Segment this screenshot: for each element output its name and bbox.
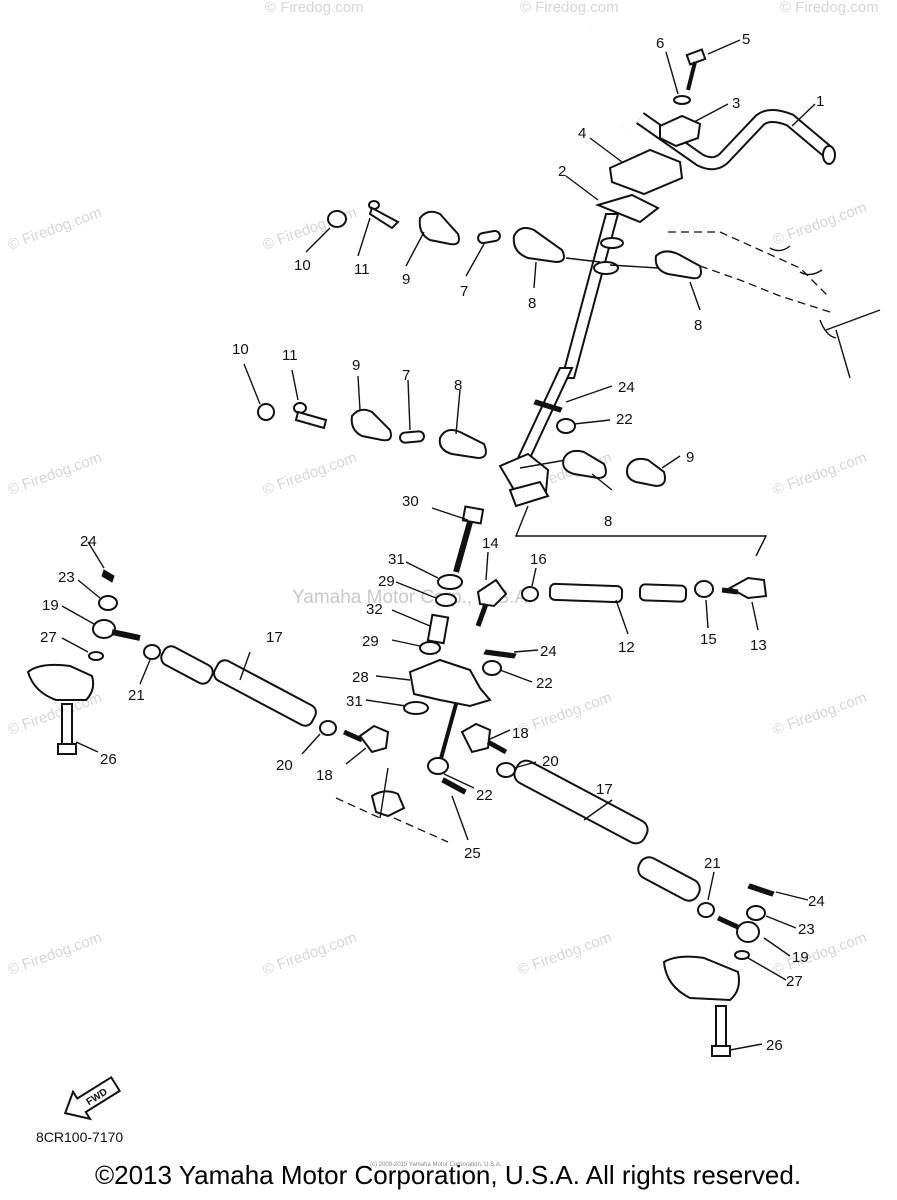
fwd-arrow: FWD [63, 1075, 122, 1121]
callout-6: 6 [656, 35, 664, 52]
callout-8: 8 [604, 513, 612, 530]
watermark: © Firedog.com [265, 0, 364, 16]
watermark: © Firedog.com [771, 199, 869, 249]
callout-24: 24 [80, 533, 97, 550]
watermark: © Firedog.com [261, 204, 359, 254]
lower-holder-set [257, 399, 666, 488]
tiny-print: (c) 2009-2015 Yamaha Motor Corporation, … [370, 1162, 502, 1168]
watermark: © Firedog.com [771, 689, 869, 739]
callout-26: 26 [100, 751, 117, 768]
callout-3: 3 [732, 95, 740, 112]
center-assembly [403, 505, 539, 763]
watermark: © Firedog.com [771, 929, 869, 979]
callout-10: 10 [294, 257, 311, 274]
diagram-code: 8CR100-7170 [36, 1129, 123, 1145]
callout-17: 17 [596, 781, 613, 798]
callout-32: 32 [366, 601, 383, 618]
watermark: © Firedog.com [771, 449, 869, 499]
callout-19: 19 [792, 949, 809, 966]
callout-7: 7 [460, 283, 468, 300]
callout-21: 21 [704, 855, 721, 872]
callout-18: 18 [512, 725, 529, 742]
frame-outline [668, 231, 881, 379]
right-knuckle-set [662, 883, 775, 1057]
steering-column [498, 213, 659, 508]
callout-27: 27 [786, 973, 803, 990]
callout-23: 23 [58, 569, 75, 586]
callout-12: 12 [618, 639, 635, 656]
callout-24: 24 [808, 893, 825, 910]
callout-18: 18 [316, 767, 333, 784]
callout-4: 4 [578, 125, 586, 142]
right-tie-rod [548, 576, 768, 604]
leader-lines [61, 39, 816, 1051]
watermark: © Firedog.com [520, 0, 619, 16]
watermark: © Firedog.com [6, 449, 104, 499]
watermark: © Firedog.com [516, 929, 614, 979]
watermark: © Firedog.com [6, 929, 104, 979]
callout-20: 20 [542, 753, 559, 770]
watermark-layer: © Firedog.com © Firedog.com © Firedog.co… [6, 0, 879, 979]
callout-8: 8 [528, 295, 536, 312]
callout-17: 17 [266, 629, 283, 646]
callout-27: 27 [40, 629, 57, 646]
callout-2: 2 [558, 163, 566, 180]
copyright-notice: ©2013 Yamaha Motor Corporation, U.S.A. A… [95, 1160, 801, 1190]
callout-25: 25 [464, 845, 481, 862]
left-knuckle-set [26, 569, 161, 755]
watermark: © Firedog.com [261, 449, 359, 499]
watermark: © Firedog.com [516, 689, 614, 739]
callout-11: 11 [282, 347, 298, 364]
callout-24: 24 [540, 643, 557, 660]
callout-22: 22 [536, 675, 553, 692]
callout-10: 10 [232, 341, 249, 358]
watermark: © Firedog.com [780, 0, 879, 16]
callout-30: 30 [402, 493, 419, 510]
callout-20: 20 [276, 757, 293, 774]
left-tie-rod [160, 645, 390, 754]
callout-7: 7 [402, 367, 410, 384]
callout-13: 13 [750, 637, 767, 654]
callout-labels: 1 5 6 3 4 2 10 11 9 7 8 8 10 11 9 7 8 24… [40, 31, 825, 1054]
callout-31: 31 [346, 693, 363, 710]
watermark: © Firedog.com [6, 204, 104, 254]
callout-14: 14 [482, 535, 499, 552]
callout-15: 15 [700, 631, 717, 648]
callout-11: 11 [354, 261, 370, 278]
callout-19: 19 [42, 597, 59, 614]
callout-31: 31 [388, 551, 405, 568]
callout-8: 8 [454, 377, 462, 394]
callout-26: 26 [766, 1037, 783, 1054]
callout-9: 9 [352, 357, 360, 374]
callout-22: 22 [476, 787, 493, 804]
callout-5: 5 [742, 31, 750, 48]
callout-8: 8 [694, 317, 702, 334]
callout-29: 29 [378, 573, 395, 590]
callout-1: 1 [816, 93, 824, 110]
callout-21: 21 [128, 687, 145, 704]
callout-16: 16 [530, 551, 547, 568]
callout-23: 23 [798, 921, 815, 938]
callout-9: 9 [402, 271, 410, 288]
right-lower-tie-rod [335, 722, 715, 918]
callout-29: 29 [362, 633, 379, 650]
callout-24: 24 [618, 379, 635, 396]
callout-28: 28 [352, 669, 369, 686]
callout-9: 9 [686, 449, 694, 466]
upper-holder-set [327, 200, 702, 280]
callout-22: 22 [616, 411, 633, 428]
watermark: © Firedog.com [261, 929, 359, 979]
center-watermark: Yamaha Motor Corp., U.S.A. [292, 587, 532, 608]
handlebar-assembly [586, 18, 836, 224]
